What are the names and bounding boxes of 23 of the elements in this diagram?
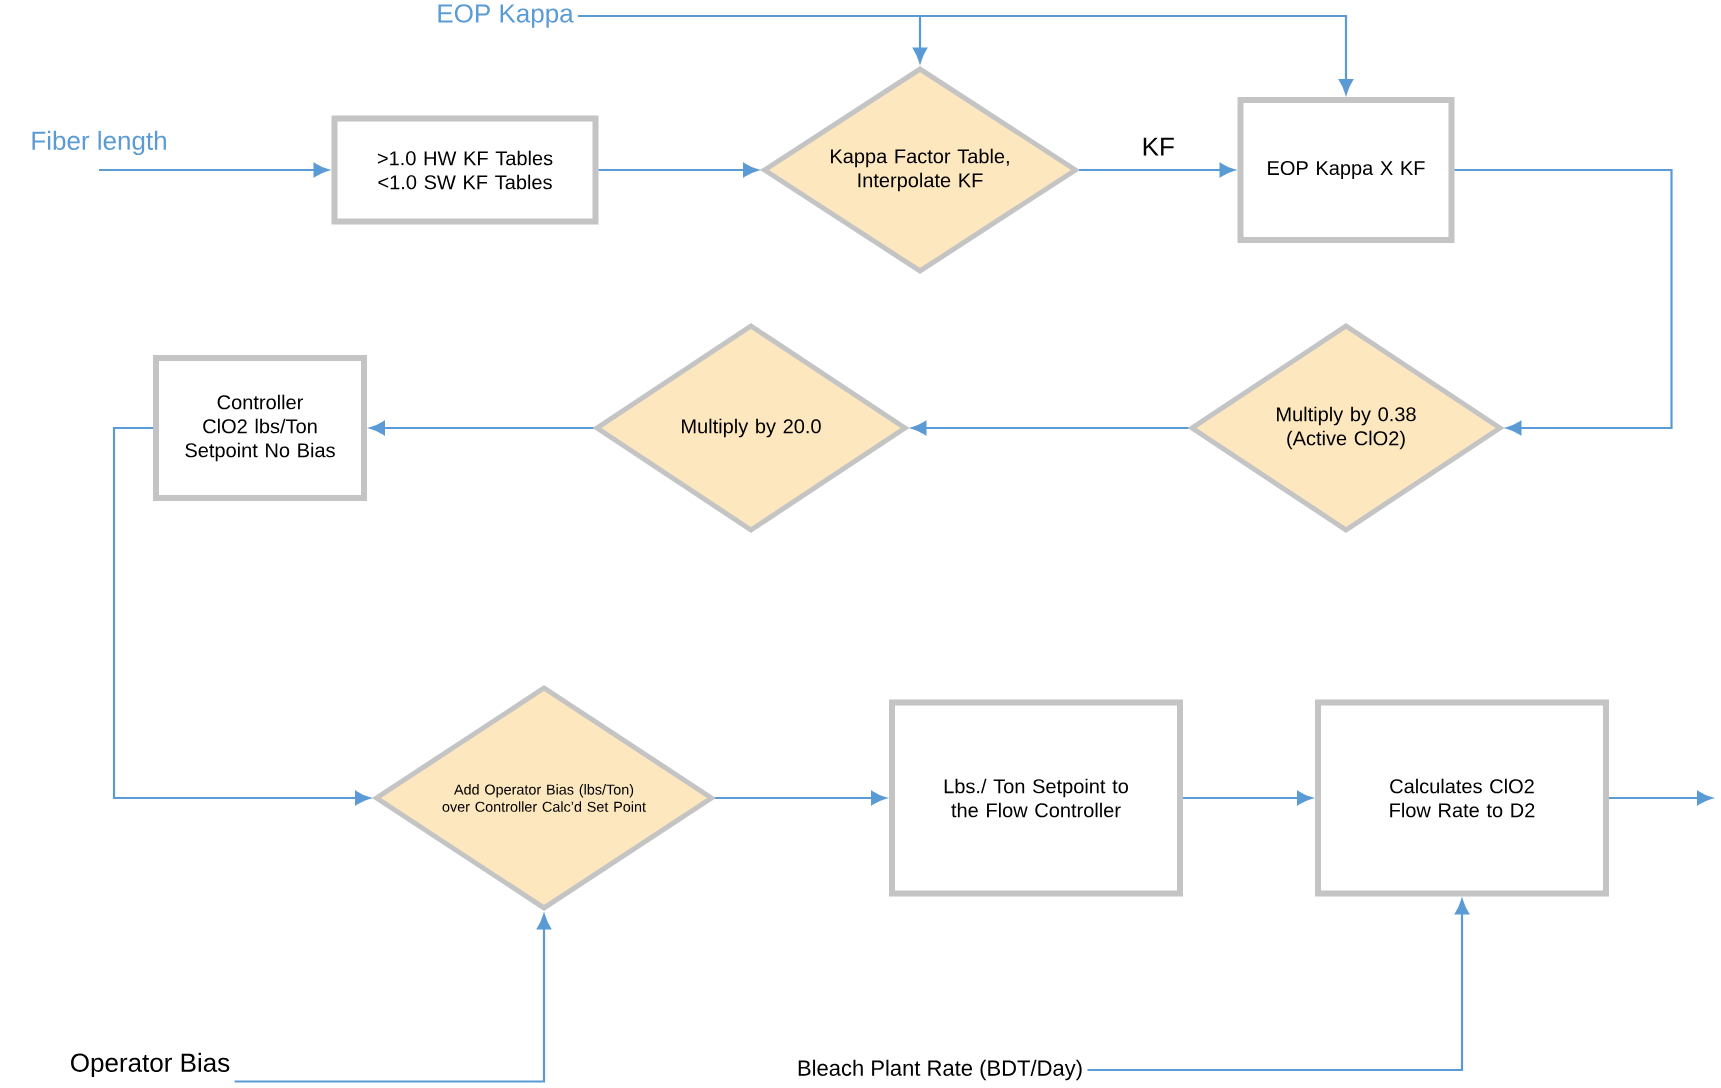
arrow (598, 163, 759, 177)
input-label: Operator Bias (71, 1052, 230, 1078)
arrow (1609, 791, 1713, 805)
arrow (99, 163, 329, 177)
arrow (715, 791, 887, 805)
arrow (911, 421, 1189, 435)
arrow (1087, 899, 1469, 1072)
arrow (112, 426, 371, 805)
arrow (1454, 168, 1673, 435)
edge-label: KF (1139, 135, 1177, 158)
arrow (1183, 791, 1313, 805)
arrow (578, 14, 1353, 95)
arrow (1079, 163, 1235, 177)
process-box: Controller ClO2 lbs/Ton Setpoint No Bias (153, 355, 367, 501)
process-box: Lbs./ Ton Setpoint to the Flow Controller (889, 699, 1183, 897)
process-box: >1.0 HW KF Tables <1.0 SW KF Tables (331, 115, 599, 225)
arrow (369, 421, 594, 435)
process-box: EOP Kappa X KF (1237, 97, 1455, 243)
arrow (234, 914, 551, 1083)
input-label: Bleach Plant Rate (BDT/Day) (798, 1059, 1082, 1081)
input-label: EOP Kappa (438, 4, 574, 28)
input-label: Fiber length (32, 130, 166, 156)
process-box: Calculates ClO2 Flow Rate to D2 (1315, 699, 1609, 897)
